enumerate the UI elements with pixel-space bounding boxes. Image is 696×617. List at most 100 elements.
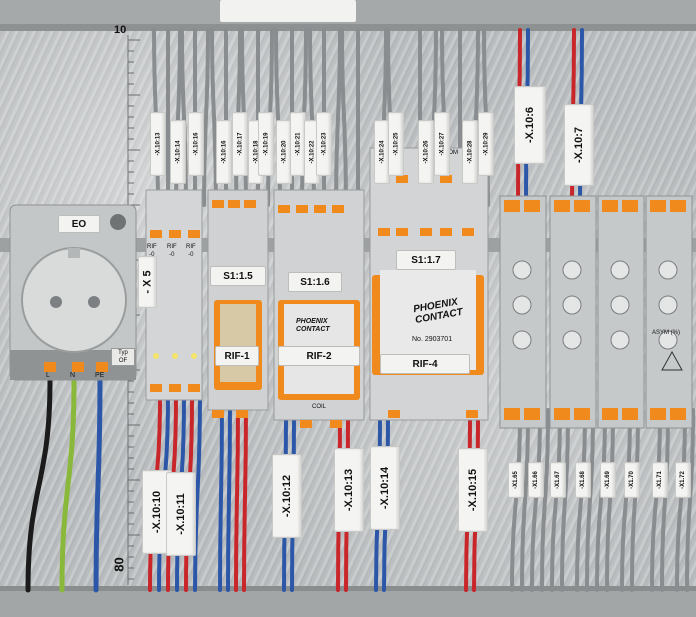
bottom-wire-grey — [685, 408, 695, 592]
small-wire-marker: -X1.72 — [675, 462, 691, 498]
socket-terminal-pe: PE — [95, 372, 105, 379]
terminal-lever — [150, 384, 162, 392]
terminal-lever — [212, 200, 224, 208]
small-wire-marker: -X1.68 — [575, 462, 591, 498]
top-wire-marker-text: -X.10:29 — [483, 132, 490, 156]
top-wire-marker: -X.10:29 — [478, 112, 494, 176]
rif-1-label: RIF-1 — [215, 346, 259, 366]
terminal-lever — [314, 205, 326, 213]
small-wire-marker-text: -X1.68 — [580, 471, 586, 489]
bottom-sleeve-marker-text: -X.10:15 — [467, 468, 480, 512]
terminal-lever — [212, 410, 224, 418]
terminal-lever — [554, 200, 570, 212]
rif-2-label: RIF-2 — [278, 346, 360, 366]
top-wire-marker: -X.10:26 — [418, 120, 434, 184]
rif-1-label-text: RIF-1 — [224, 350, 250, 362]
terminal-lever — [602, 408, 618, 420]
relay-4-body — [380, 270, 476, 370]
small-wire-marker-text: -X1.69 — [605, 471, 611, 489]
bottom-sleeve-marker: -X.10:12 — [272, 454, 302, 538]
socket-side-label: - X 5 — [138, 256, 157, 308]
timer-dial — [562, 330, 582, 350]
bottom-wire — [218, 403, 224, 592]
group-label-s1-1-5-text: S1:1.5 — [223, 270, 253, 282]
timer-dial — [610, 330, 630, 350]
socket-top-label: EO — [58, 215, 100, 233]
status-led — [153, 353, 159, 359]
top-wire-marker-text: -X.10:22 — [309, 140, 316, 164]
group-label-s1-1-6: S1:1.6 — [288, 272, 342, 292]
terminal-lever — [622, 408, 638, 420]
top-wire-marker-text: -X.10:19 — [263, 132, 270, 156]
top-wire-marker-text: -X.10:16 — [193, 132, 200, 156]
rif-mark-3: RIF -0 — [186, 244, 196, 258]
terminal-lever — [466, 410, 478, 418]
rif-4-label-text: RIF-4 — [412, 358, 438, 370]
terminal-lever — [396, 175, 408, 183]
top-wire-marker-text: -X.10:20 — [281, 140, 288, 164]
terminal-lever — [650, 408, 666, 420]
terminal-lever — [670, 408, 686, 420]
small-wire-marker: -X1.67 — [550, 462, 566, 498]
terminal-lever — [169, 384, 181, 392]
terminal-lever — [622, 200, 638, 212]
small-wire-marker-text: -X1.72 — [680, 471, 686, 489]
bottom-wire-grey — [630, 408, 640, 592]
bottom-wire-grey — [660, 408, 670, 592]
top-wire-marker: -X.10:28 — [462, 120, 478, 184]
bottom-wire-grey — [510, 408, 522, 592]
top-wire-marker: -X.10:16 — [188, 112, 204, 176]
socket-hole-right — [88, 296, 100, 308]
top-sleeve-marker: -X.10:7 — [564, 104, 594, 186]
terminal-lever — [244, 200, 256, 208]
terminal-lever — [332, 205, 344, 213]
bottom-sleeve-marker-text: -X.10:13 — [343, 468, 356, 512]
top-wire-marker-text: -X.10:17 — [237, 132, 244, 156]
top-wire-marker-text: -X.10:27 — [439, 132, 446, 156]
terminal-lever — [504, 200, 520, 212]
top-wire-grey — [202, 28, 210, 207]
socket-terminal-l: L — [46, 372, 50, 379]
terminal-lever — [574, 200, 590, 212]
bottom-wire-grey — [585, 408, 595, 592]
top-sleeve-marker: -X.10:6 — [514, 86, 546, 164]
bottom-sleeve-marker: -X.10:15 — [458, 448, 488, 532]
timer-dial — [658, 295, 678, 315]
timer-dial — [512, 295, 532, 315]
bottom-sleeve-marker-text: -X.10:10 — [151, 490, 164, 534]
top-sleeve-marker-text: -X.10:6 — [524, 106, 537, 144]
bottom-sleeve-marker-text: -X.10:14 — [379, 466, 392, 510]
small-wire-marker: -X1.69 — [600, 462, 616, 498]
small-wire-marker-text: -X1.70 — [629, 471, 635, 489]
bottom-wire-grey — [620, 408, 632, 592]
warning-triangle — [661, 350, 683, 371]
terminal-lever — [574, 408, 590, 420]
bottom-sleeve-marker: -X.10:13 — [334, 448, 364, 532]
small-wire-marker-text: -X1.67 — [555, 471, 561, 489]
top-wire-marker: -X.10:27 — [434, 112, 450, 176]
top-wire-marker: -X.10:14 — [170, 120, 186, 184]
wire-black — [25, 377, 53, 593]
group-label-s1-1-6-text: S1:1.6 — [300, 276, 330, 288]
top-wire-grey — [334, 28, 342, 207]
small-wire-marker-text: -X1.65 — [513, 471, 519, 489]
small-wire-marker: -X1.71 — [652, 462, 668, 498]
bottom-cable-duct — [0, 586, 696, 617]
rif-2-label-text: RIF-2 — [306, 350, 332, 362]
brand-small: PHOENIX CONTACT — [296, 318, 330, 333]
terminal-lever — [300, 420, 312, 428]
terminal-lever — [330, 420, 342, 428]
asym-label: ASYM (%) — [652, 330, 681, 336]
terminal-lever — [278, 205, 290, 213]
bottom-sleeve-marker: -X.10:14 — [370, 446, 400, 530]
top-wire-marker: -X.10:13 — [150, 112, 166, 176]
socket-top-label-text: EO — [71, 218, 87, 230]
top-wire-marker: -X.10:23 — [316, 112, 332, 176]
bottom-wire-grey — [675, 408, 687, 592]
socket-type-label: Typ OF — [111, 348, 135, 366]
group-label-s1-1-7-text: S1:1.7 — [411, 254, 441, 266]
part-number: No. 2903701 — [412, 336, 453, 343]
timer-dial — [658, 330, 678, 350]
